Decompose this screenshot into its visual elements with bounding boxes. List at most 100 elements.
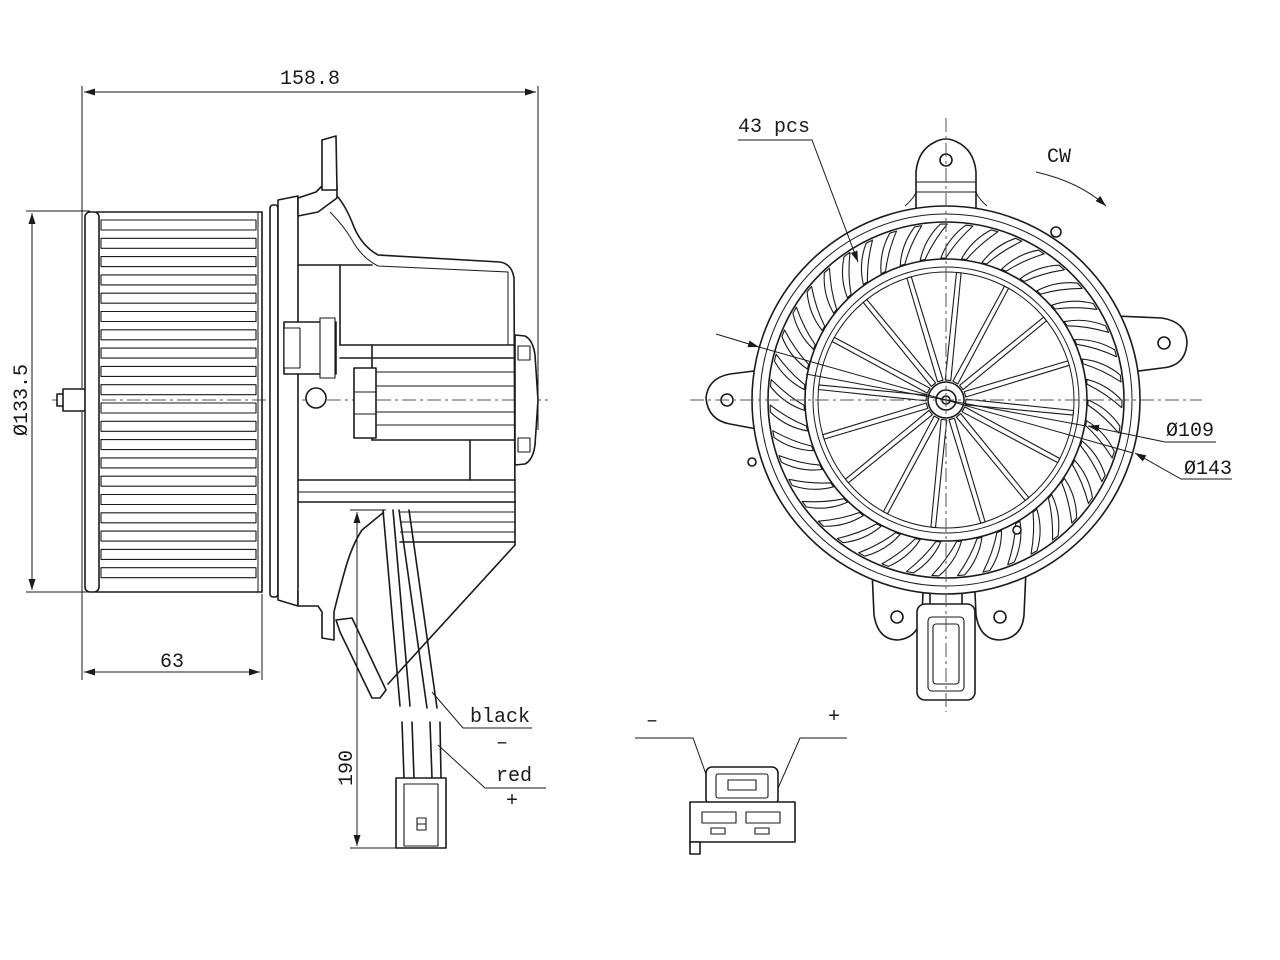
side-clip-tab xyxy=(319,317,336,379)
dim-cable-length: 190 xyxy=(336,750,359,786)
connector-end-view: – + xyxy=(635,706,847,855)
dimension-wheel-diameter: Ø133.5 xyxy=(11,210,90,593)
arrow-outer-diameter-left xyxy=(715,333,760,348)
housing-outline xyxy=(336,195,516,503)
hub-spoke xyxy=(948,417,986,524)
leader-outer-diameter xyxy=(1134,452,1232,480)
wheel-blade xyxy=(1063,319,1110,333)
wheel-blade xyxy=(880,230,898,275)
wheel-blade-side xyxy=(100,512,257,524)
label-red: red xyxy=(496,765,532,788)
wheel-blade xyxy=(1047,494,1060,541)
balance-hole xyxy=(1012,525,1022,535)
wire-red-edge xyxy=(398,509,428,709)
terminal-pin-negative xyxy=(710,827,726,835)
hub-spoke xyxy=(844,409,933,484)
wheel-blade xyxy=(1085,378,1123,409)
wheel-blade xyxy=(769,378,805,411)
wheel-blade xyxy=(919,223,948,261)
wheel-blade xyxy=(788,478,835,490)
hub-spokes xyxy=(817,271,1075,529)
wire-harness xyxy=(387,501,516,685)
wheel-blade xyxy=(1030,508,1041,555)
diameter-line-outer xyxy=(758,346,1134,454)
wheel-blade-side xyxy=(100,384,257,396)
wheel-blade-side xyxy=(100,457,257,469)
housing-bump xyxy=(1050,226,1062,238)
dim-wheel-width: 63 xyxy=(160,651,184,674)
side-clip-inner xyxy=(283,327,301,369)
dimension-overall-length: 158.8 xyxy=(81,68,539,680)
wheel-blade-side xyxy=(100,237,257,249)
leader-connector-negative xyxy=(635,737,717,803)
wheel-blade-side xyxy=(100,530,257,542)
wheel-blade-side xyxy=(100,274,257,286)
wheel-blade xyxy=(817,511,864,527)
terminal-pin-positive xyxy=(754,827,770,835)
wheel-blade-side xyxy=(100,329,257,341)
wheel-blade-side xyxy=(100,439,257,451)
label-outer-diameter: Ø143 xyxy=(1184,458,1232,481)
tab-bottom-left-hole xyxy=(890,610,904,624)
wheel-blade xyxy=(881,538,921,567)
wheel-blade-side xyxy=(100,365,257,377)
label-connector-positive: + xyxy=(828,706,840,729)
wheel-blade-side xyxy=(100,567,257,579)
wheel-blade-side xyxy=(100,420,257,432)
wheel-blade xyxy=(957,536,983,577)
hub-spoke xyxy=(817,384,928,402)
housing-bump xyxy=(747,457,757,467)
label-rotation: CW xyxy=(1047,146,1071,169)
side-view: 158.8 Ø133.5 63 xyxy=(11,68,548,849)
wheel-blade xyxy=(981,237,1023,265)
wire-black-edge xyxy=(392,509,411,707)
cable-guide-tab xyxy=(335,617,387,699)
label-red-polarity: + xyxy=(506,790,518,813)
terminal-slot-negative xyxy=(701,811,737,824)
label-connector-negative: – xyxy=(646,710,658,733)
wheel-blade-side xyxy=(100,347,257,359)
wheel-blade-side xyxy=(100,256,257,268)
wheel-blade xyxy=(960,229,999,261)
label-inner-diameter: Ø109 xyxy=(1166,420,1214,443)
end-cap-detail xyxy=(517,437,531,453)
wheel-blade xyxy=(1071,459,1093,505)
wire-red-edge xyxy=(439,721,442,779)
wheel-blade-side xyxy=(100,402,257,414)
wire-red-edge xyxy=(408,509,438,709)
wires-lower xyxy=(401,721,442,779)
wheel-blade xyxy=(769,404,808,432)
wheel-blade xyxy=(772,430,814,452)
wire-black-edge xyxy=(382,509,401,707)
wheel-blade xyxy=(860,239,874,286)
wheel-blade xyxy=(1061,477,1078,524)
leader-inner-diameter xyxy=(1087,424,1216,443)
wheel-blade xyxy=(1079,440,1106,483)
wheel-blade xyxy=(1087,399,1121,434)
blower-wheel-side xyxy=(84,211,263,593)
terminal-slot-positive xyxy=(745,811,781,824)
mounting-hole xyxy=(305,387,327,409)
wire-black-edge xyxy=(401,721,405,779)
motor-shaft xyxy=(62,388,88,412)
tab-top-base xyxy=(904,191,988,207)
housing-flange xyxy=(277,195,299,607)
hub-spoke xyxy=(959,316,1048,391)
top-tab xyxy=(321,135,338,191)
front-view: 43 pcs CW Ø109 Ø143 xyxy=(690,116,1232,712)
hub-spoke xyxy=(961,406,1061,464)
hub-spoke xyxy=(882,415,940,515)
wheel-blade-side xyxy=(100,219,257,231)
hub-spoke xyxy=(862,298,937,387)
wire-plug xyxy=(395,777,447,849)
top-bracket xyxy=(297,185,338,217)
leader-connector-positive xyxy=(771,737,847,803)
hub-spoke xyxy=(831,336,931,394)
wheel-blade xyxy=(905,541,942,574)
motor-end-cap xyxy=(514,334,539,466)
wheel-blade-side xyxy=(100,493,257,506)
label-black: black xyxy=(470,706,530,729)
plug-inner xyxy=(403,783,439,847)
wheel-blade xyxy=(773,353,806,391)
wheel-blade-side xyxy=(100,310,257,323)
